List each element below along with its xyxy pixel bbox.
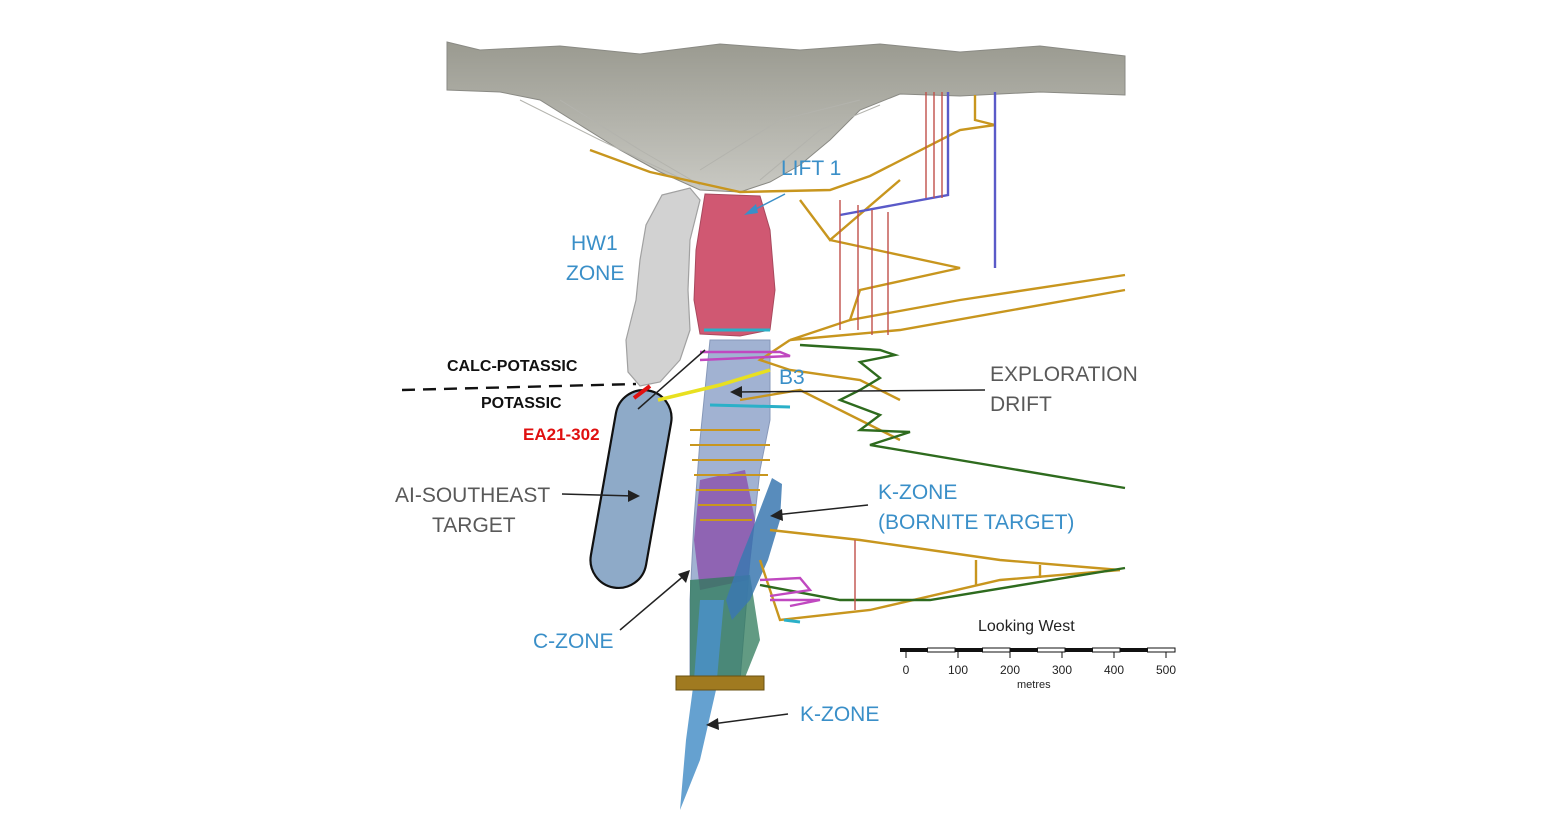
purple-zone bbox=[694, 470, 755, 590]
ea21-302-label: EA21-302 bbox=[523, 425, 600, 444]
k-zone-lower-body bbox=[680, 600, 724, 810]
scale-tick-400: 400 bbox=[1103, 663, 1125, 677]
scale-tick-100: 100 bbox=[947, 663, 969, 677]
magenta-levels bbox=[699, 350, 821, 608]
scale-tick-200: 200 bbox=[999, 663, 1021, 677]
terrain-surface bbox=[446, 41, 1126, 193]
scale-tick-0: 0 bbox=[902, 663, 910, 677]
lift1-body bbox=[693, 193, 776, 337]
ai-southeast-label-line2: TARGET bbox=[432, 514, 516, 537]
exploration-drift-label-line2: DRIFT bbox=[990, 393, 1052, 416]
exploration-drift-line bbox=[657, 368, 771, 402]
scale-bar-title: Looking West bbox=[978, 618, 1075, 635]
lift1-label: LIFT 1 bbox=[781, 157, 842, 180]
shafts bbox=[839, 92, 997, 268]
cyan-levels bbox=[704, 328, 801, 624]
pit-benches bbox=[519, 99, 881, 186]
extraction-level bbox=[675, 675, 765, 691]
scale-tick-500: 500 bbox=[1155, 663, 1177, 677]
potassic-label: POTASSIC bbox=[481, 395, 562, 412]
exploration-drift-label-line1: EXPLORATION bbox=[990, 363, 1138, 386]
ai-southeast-label-line1: AI-SOUTHEAST bbox=[395, 484, 551, 507]
c-zone-label: C-ZONE bbox=[533, 630, 614, 653]
calc-potassic-label: CALC-POTASSIC bbox=[447, 358, 578, 375]
k-zone-bornite-body bbox=[726, 478, 782, 620]
k-zone-bornite-label-line1: K-ZONE bbox=[878, 481, 958, 504]
scale-tick-300: 300 bbox=[1051, 663, 1073, 677]
k-zone-bornite-label-line2: (BORNITE TARGET) bbox=[878, 511, 1075, 534]
hw1-label-line2: ZONE bbox=[566, 262, 625, 285]
hw1-zone-body bbox=[625, 187, 701, 387]
development-levels bbox=[690, 429, 770, 521]
potassic-boundary bbox=[401, 382, 637, 392]
arrow-heads bbox=[628, 204, 783, 730]
hw1-label-line1: HW1 bbox=[571, 232, 618, 255]
scale-units: metres bbox=[1017, 679, 1051, 691]
ai-southeast-target bbox=[589, 388, 673, 590]
raises bbox=[839, 92, 943, 610]
b3-label: B3 bbox=[779, 366, 805, 389]
scale-bar bbox=[900, 647, 1176, 658]
leader-lines bbox=[561, 193, 986, 725]
k-zone-lower-label: K-ZONE bbox=[800, 703, 880, 726]
ea21-302-hole bbox=[632, 384, 652, 400]
